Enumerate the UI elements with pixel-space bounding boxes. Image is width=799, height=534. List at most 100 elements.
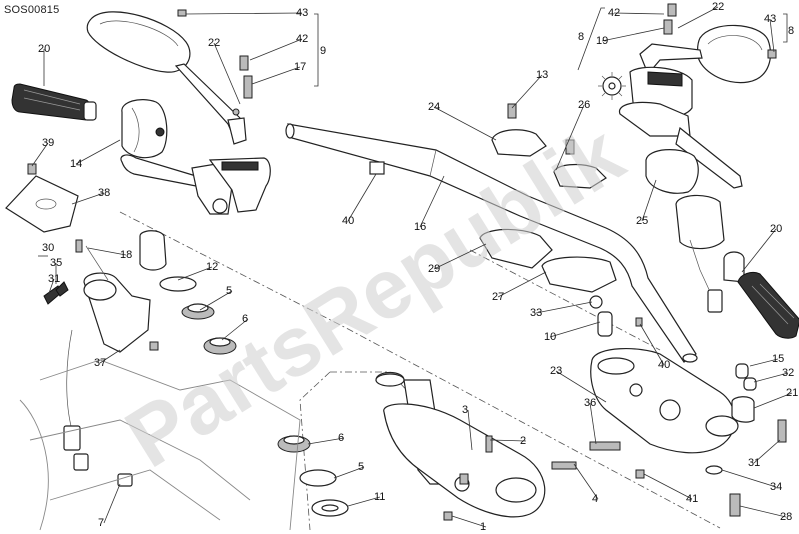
callout-label-c24: 24: [428, 101, 440, 113]
callout-label-c7: 7: [98, 517, 104, 529]
leader-line-c5a: [199, 290, 233, 311]
callout-label-c2: 2: [520, 435, 526, 447]
leader-line-c17: [251, 66, 301, 85]
handlebar: [285, 123, 698, 363]
leader-line-c12: [177, 266, 213, 281]
callout-label-c5a: 5: [226, 285, 232, 297]
diagram-code: SOS00815: [4, 4, 60, 16]
leader-line-c37: [99, 349, 121, 364]
callout-label-c29: 29: [428, 263, 440, 275]
leader-line-c15: [749, 358, 779, 367]
right-master-cylinder: [618, 66, 743, 189]
callout-label-c3: 3: [462, 404, 468, 416]
callout-label-c31b: 31: [748, 457, 760, 469]
callout-label-c43a: 43: [296, 7, 308, 19]
leader-line-c26: [555, 104, 585, 171]
leader-line-c25: [641, 179, 657, 222]
callout-label-c16: 16: [414, 221, 426, 233]
ignition-switch: [43, 230, 167, 487]
callout-label-c20b: 20: [770, 223, 782, 235]
leader-line-c14: [75, 139, 121, 165]
leader-line-c5b: [333, 466, 365, 479]
callout-label-c22a: 22: [208, 37, 220, 49]
leader-line-c28: [739, 505, 787, 518]
leader-line-c1: [451, 515, 487, 528]
leader-line-c42b: [613, 12, 665, 15]
upper-triple-clamp: [590, 348, 739, 454]
callout-label-c39: 39: [42, 137, 54, 149]
callout-label-c12: 12: [206, 261, 218, 273]
leader-line-c7: [103, 483, 121, 524]
callout-label-c30: 30: [42, 242, 54, 254]
callout-label-c9: 9: [320, 45, 326, 57]
callout-label-c40b: 40: [658, 359, 670, 371]
leader-line-c23: [555, 370, 607, 403]
callout-label-c14: 14: [70, 158, 82, 170]
callout-label-c10: 10: [544, 331, 556, 343]
callout-label-c43b: 43: [764, 13, 776, 25]
left-grip: [11, 83, 97, 121]
leader-line-c24: [433, 106, 497, 141]
leader-line-c42a: [249, 38, 303, 61]
callout-label-c42a: 42: [296, 33, 308, 45]
callout-label-c18: 18: [120, 249, 132, 261]
leader-line-c27: [497, 271, 547, 298]
leader-line-c31a: [47, 278, 55, 297]
leader-line-c22b: [677, 6, 719, 29]
right-switch-throttle: [645, 149, 725, 313]
leader-line-c11: [347, 496, 381, 507]
leader-line-c39: [31, 142, 49, 167]
callout-label-c5b: 5: [358, 461, 364, 473]
leader-line-c29: [433, 243, 487, 270]
bearings-and-seals: [159, 276, 349, 517]
leader-line-c43a: [185, 12, 303, 15]
callout-label-c25: 25: [636, 215, 648, 227]
callout-label-c38: 38: [98, 187, 110, 199]
left-switch-block: [121, 99, 168, 159]
callout-label-c27: 27: [492, 291, 504, 303]
leader-line-c6a: [221, 318, 249, 341]
callout-label-c32: 32: [782, 367, 794, 379]
leader-line-c13: [511, 74, 543, 109]
leader-line-c31b: [753, 439, 781, 464]
callout-label-c8a: 8: [578, 31, 584, 43]
group-brackets: [38, 7, 788, 257]
leader-line-c32: [753, 372, 789, 383]
callout-label-c21: 21: [786, 387, 798, 399]
leader-line-c2: [489, 439, 527, 442]
callout-label-c17: 17: [294, 61, 306, 73]
callout-label-c8b: 8: [788, 25, 794, 37]
callout-label-c41: 41: [686, 493, 698, 505]
callout-label-c13: 13: [536, 69, 548, 81]
right-grip: [723, 251, 799, 339]
leader-line-c38: [71, 192, 105, 205]
cog-icon: [598, 72, 626, 100]
leader-line-c40a: [347, 173, 377, 222]
leader-line-c43b: [769, 18, 775, 53]
small-hardware: [27, 3, 787, 521]
leader-line-c34: [721, 469, 777, 488]
callout-label-c11: 11: [374, 491, 385, 503]
handlebar-clamps: [369, 103, 617, 293]
leader-line-c36: [589, 402, 597, 445]
callout-label-c20a: 20: [38, 43, 50, 55]
callout-label-c23: 23: [550, 365, 562, 377]
leader-line-c4: [573, 463, 599, 500]
callout-label-c42b: 42: [608, 7, 620, 19]
frame-outline: [19, 359, 301, 531]
callout-label-c35: 35: [50, 257, 62, 269]
callout-label-c28: 28: [780, 511, 792, 523]
callout-label-c36: 36: [584, 397, 596, 409]
leader-lines: [31, 6, 793, 528]
left-lever: [120, 154, 271, 215]
leader-line-c22a: [213, 42, 241, 105]
callout-label-c33: 33: [530, 307, 542, 319]
leader-line-c16: [419, 175, 445, 228]
callout-label-c37: 37: [94, 357, 106, 369]
callout-label-c6b: 6: [338, 432, 344, 444]
callout-label-c4: 4: [592, 493, 598, 505]
leader-line-c21: [753, 392, 793, 409]
